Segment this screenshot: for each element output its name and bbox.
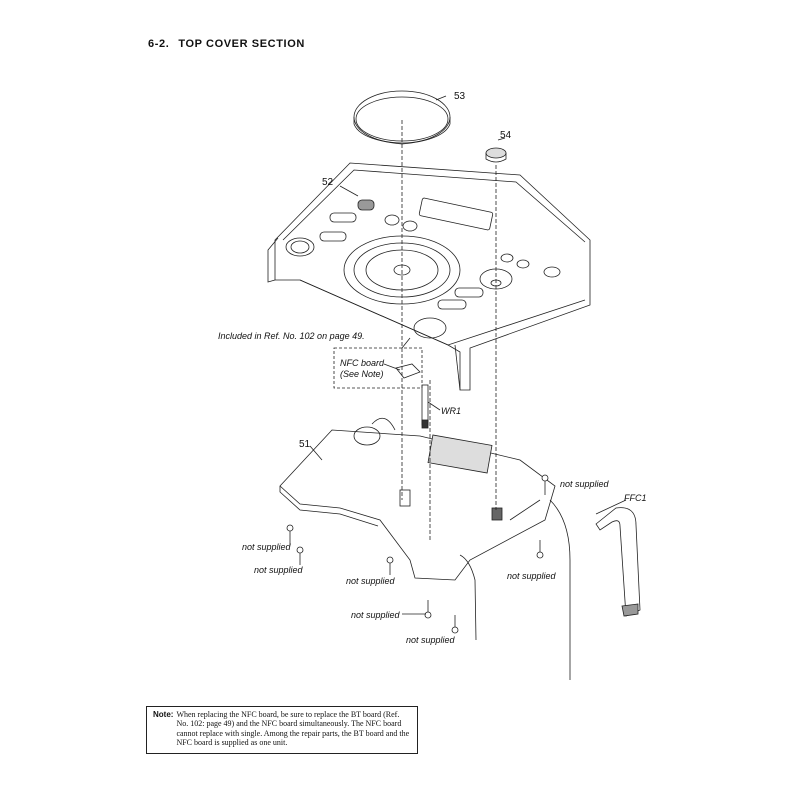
note-box: Note: When replacing the NFC board, be s…: [146, 706, 418, 754]
not-supplied-label: not supplied: [242, 542, 292, 552]
included-label: Included in Ref. No. 102 on page 49.: [218, 331, 365, 341]
note-label: Note:: [153, 710, 174, 719]
callout-54: 54: [500, 130, 512, 141]
not-supplied-label: not supplied: [254, 565, 304, 575]
part-51-main-board: [279, 417, 571, 680]
assembly-lines: [401, 120, 497, 540]
callout-wr1: WR1: [441, 406, 461, 416]
part-52-top-cover: [267, 162, 591, 391]
screws: [286, 474, 549, 634]
part-53-disc: [353, 90, 451, 145]
nfc-board-label: NFC board: [340, 358, 385, 368]
ffc1-ribbon: [595, 507, 641, 617]
callout-ffc1: FFC1: [624, 493, 647, 503]
not-supplied-label: not supplied: [351, 610, 401, 620]
note-text: When replacing the NFC board, be sure to…: [176, 710, 410, 748]
nfc-board-callout-box: [333, 347, 423, 389]
not-supplied-label: not supplied: [507, 571, 557, 581]
part-54-knob: [485, 147, 507, 163]
not-supplied-label: not supplied: [406, 635, 456, 645]
section-number: 6-2.: [148, 38, 170, 50]
callout-53: 53: [454, 91, 466, 102]
section-heading: 6-2. TOP COVER SECTION: [148, 38, 314, 50]
not-supplied-label: not supplied: [560, 479, 610, 489]
not-supplied-label: not supplied: [346, 576, 396, 586]
leader-lines: [309, 95, 627, 615]
nfc-see-note-label: (See Note): [340, 369, 384, 379]
section-title: TOP COVER SECTION: [178, 38, 305, 50]
nfc-board: [395, 363, 421, 379]
callout-52: 52: [322, 177, 334, 188]
wr1-cable: [421, 384, 429, 429]
callout-51: 51: [299, 439, 311, 450]
